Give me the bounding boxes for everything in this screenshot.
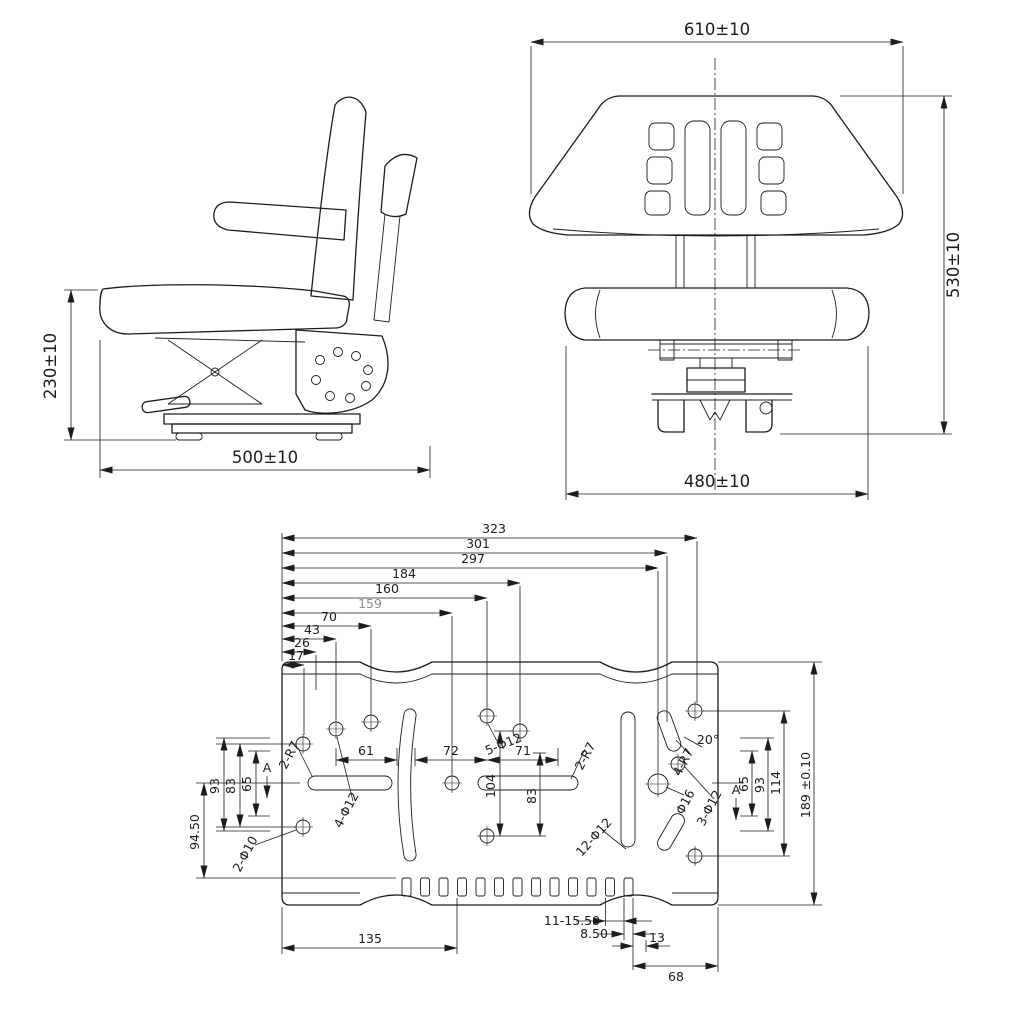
plate-dim-8-50: 8.50 [580,926,608,941]
callout-12-phi12: 12-Φ12 [573,815,615,859]
plate-dim-93-right: 93 [752,777,767,793]
curved-slot-left [397,708,417,862]
plate-inner-dimensions: 61 72 71 104 83 [335,730,559,837]
vertical-slot-right [620,711,636,848]
plate-dim-68: 68 [668,969,684,984]
plate-dim-135: 135 [358,931,382,946]
base-rail-lower [171,423,353,434]
base-roller [759,401,773,415]
callout-4-r7: 4-R7 [670,746,697,779]
plate-right-dimensions: 65 93 114 189 ±0.10 A [703,661,822,906]
plate-dim-65-left: 65 [239,776,254,792]
callout-2-r7-left: 2-R7 [276,739,303,772]
callout-3-phi12: 3-Φ12 [693,787,724,828]
plate-dim-189: 189 ±0.10 [798,752,813,818]
plate-holes [293,701,705,866]
plate-dim-323: 323 [482,521,506,536]
backrest-vent-grid [644,120,787,216]
plate-dim-83-inner: 83 [524,788,539,804]
plate-callouts: 2-R7 4-Φ12 2-Φ10 5-Φ12 2-R7 12-Φ12 4-R7 … [229,723,725,874]
plate-dim-13: 13 [649,930,665,945]
side-height-dim-label: 230±10 [41,333,60,399]
plate-dim-71: 71 [515,743,531,758]
plate-bottom-dimensions: 135 11-15.50 8.50 13 68 [281,898,719,984]
front-view: 610±10 530±10 480±10 [528,20,963,500]
plate-dim-61: 61 [358,743,374,758]
plate-dim-72: 72 [443,743,459,758]
front-view-drawing [528,58,904,490]
plate-dim-26: 26 [294,635,310,650]
plate-dim-slot-pitch: 11-15.50 [544,913,600,928]
plate-dim-114: 114 [768,771,783,795]
front-width-dim-label: 610±10 [684,20,750,39]
plate-view: 323 301 297 184 160 159 70 43 26 17 93 [187,521,822,984]
plate-dim-160: 160 [375,581,399,596]
slide-lever [141,395,191,414]
seat-backrest-side [310,96,367,301]
base-center-notch [699,399,731,421]
side-view: 230±10 500±10 [41,96,431,478]
plate-top-dimension-ladder: 323 301 297 184 160 159 70 43 26 17 [281,521,698,774]
horizontal-slot-center [477,775,579,791]
front-height-dim-label: 530±10 [944,232,963,298]
plate-dim-184: 184 [392,566,416,581]
section-label-a-left: A [263,760,272,775]
plate-dim-297: 297 [461,551,485,566]
plate-drawing [281,661,719,906]
mounting-plate-outline [281,661,719,906]
callout-2-phi10: 2-Φ10 [229,833,260,874]
bottom-slot-row [401,877,634,897]
callout-4-phi12: 4-Φ12 [330,789,361,830]
front-view-dimensions: 610±10 530±10 480±10 [530,20,963,500]
plate-dim-70: 70 [321,609,337,624]
tilted-slot-bottom-right [657,813,685,851]
plate-dim-17: 17 [288,648,304,663]
side-length-dim-label: 500±10 [232,448,298,467]
callout-2-r7-center: 2-R7 [572,740,599,773]
front-base-width-dim-label: 480±10 [684,472,750,491]
seat-cushion-side [99,284,350,335]
plate-dim-301: 301 [466,536,490,551]
plate-dim-43: 43 [304,622,320,637]
plate-dim-93-left: 93 [207,778,222,794]
tilted-slot-top-right [656,710,682,752]
armrest-side [213,201,347,241]
side-view-drawing [99,96,418,441]
base-bracket-left-foot [657,399,685,433]
section-label-a-right: A [732,782,741,797]
adjuster-grip [380,153,418,218]
side-view-dimensions: 230±10 500±10 [41,289,431,478]
base-bracket-right-foot [745,399,773,433]
callout-20-degrees: 20° [697,732,719,747]
plate-dim-65-right: 65 [736,776,751,792]
seat-backrest-front [528,95,904,236]
plate-dim-83-left: 83 [223,778,238,794]
plate-dim-104: 104 [483,774,498,798]
plate-dim-94-50: 94.50 [187,814,202,850]
base-rail-upper [163,413,361,425]
seat-cushion-front [564,287,870,341]
plate-dim-159: 159 [358,596,382,611]
suspension-side-plate [295,329,389,414]
plate-left-dimensions: 93 83 65 94.50 A [187,737,396,879]
